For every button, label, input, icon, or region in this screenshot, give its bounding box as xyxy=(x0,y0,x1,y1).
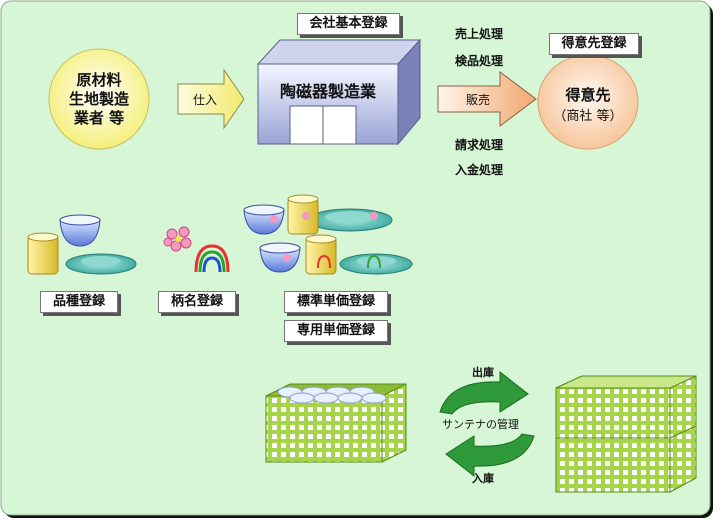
sales-arrow xyxy=(437,71,537,127)
sales-processing-text: 売上処理 xyxy=(455,27,504,41)
loaded-crate-image xyxy=(265,383,407,463)
product-type-image xyxy=(27,214,137,275)
company-register-label[interactable]: 会社基本登録 xyxy=(297,13,400,35)
supplier-text: 原材料 生地製造 業者 等 xyxy=(49,71,149,128)
supplier-circle xyxy=(48,48,150,150)
purchase-arrow xyxy=(177,68,245,130)
purchase-arrow-label: 仕入 xyxy=(193,93,218,107)
customer-line-2: （商社 等） xyxy=(553,109,623,124)
inspection-processing-text: 検品処理 xyxy=(455,54,504,68)
crate-management-label: サンテナの管理 xyxy=(442,418,519,431)
crate-out-label: 出庫 xyxy=(472,366,494,379)
supplier-line-1: 原材料 xyxy=(76,71,122,89)
pattern-image xyxy=(163,226,230,273)
customer-register-label[interactable]: 得意先登録 xyxy=(549,33,639,55)
crate-in-label: 入庫 xyxy=(472,472,494,485)
standard-price-register-label[interactable]: 標準単価登録 xyxy=(284,291,388,313)
billing-processing-text: 請求処理 xyxy=(455,138,504,152)
supplier-line-2: 生地製造 xyxy=(68,90,129,108)
pattern-register-label[interactable]: 柄名登録 xyxy=(158,291,236,313)
payment-processing-text: 入金処理 xyxy=(455,163,504,177)
special-price-register-label[interactable]: 専用単価登録 xyxy=(284,320,388,342)
customer-line-1: 得意先 xyxy=(565,86,611,104)
factory-building xyxy=(256,38,422,146)
customer-circle xyxy=(537,54,639,150)
price-image xyxy=(243,194,413,275)
empty-crates-image xyxy=(555,375,697,493)
crate-cycle-arrows xyxy=(439,370,535,478)
supplier-line-3: 業者 等 xyxy=(73,109,125,127)
sales-arrow-label: 販売 xyxy=(466,93,491,107)
product-type-register-label[interactable]: 品種登録 xyxy=(40,291,118,313)
factory-title: 陶磁器製造業 xyxy=(279,82,376,101)
